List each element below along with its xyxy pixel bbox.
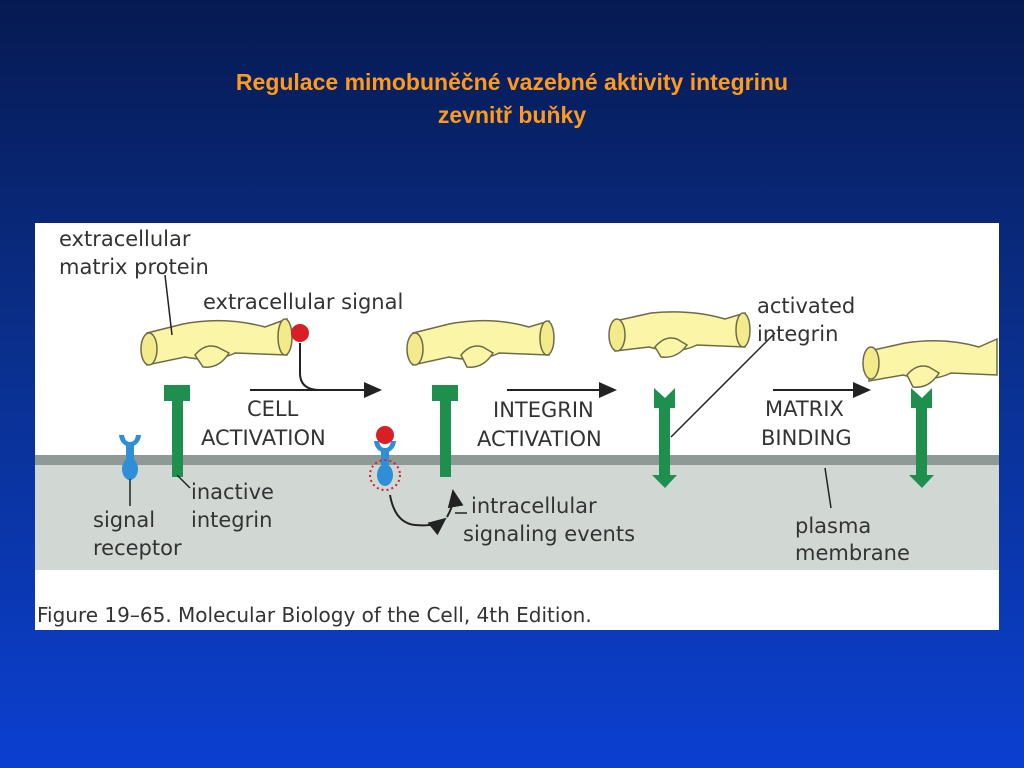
- label-inactive-line2: integrin: [191, 508, 272, 532]
- label-activated-line1: activated: [757, 294, 855, 318]
- slide-title-line-1: Regulace mimobuněčné vazebné aktivity in…: [235, 69, 789, 95]
- label-activated-line2: integrin: [757, 322, 838, 346]
- figure-panel: extracellular matrix protein extracellul…: [35, 223, 999, 630]
- matrix-protein-icon: [608, 311, 751, 358]
- label-step2-line2: ACTIVATION: [477, 427, 602, 451]
- slide-title-line-2: zevnitř buňky: [437, 102, 587, 128]
- integrin-icon: [164, 385, 190, 477]
- label-step3-line2: BINDING: [761, 426, 852, 450]
- matrix-protein-icon: [140, 317, 293, 368]
- label-step2-line1: INTEGRIN: [493, 398, 594, 422]
- label-intracellular-line1: intracellular: [471, 494, 597, 518]
- integrin-leader-line: [176, 474, 191, 489]
- activated-leader-line: [670, 332, 776, 438]
- integrin-icon: [652, 388, 677, 488]
- label-inactive-line1: inactive: [191, 480, 274, 504]
- arrow-icon: [446, 489, 464, 518]
- signal-receptor-icon: [369, 441, 401, 491]
- label-receptor-line2: receptor: [93, 536, 182, 560]
- cytoplasm-region: [35, 457, 999, 570]
- label-ecm-line2: matrix protein: [59, 255, 209, 279]
- label-receptor-line1: signal: [93, 508, 155, 532]
- integrin-icon: [909, 388, 934, 488]
- matrix-protein-icon: [406, 319, 555, 368]
- label-membrane-line2: membrane: [795, 541, 910, 565]
- label-step3-line1: MATRIX: [765, 397, 844, 421]
- signal-receptor-icon: [119, 435, 141, 480]
- label-extracellular-signal: extracellular signal: [203, 290, 403, 314]
- label-membrane-line1: plasma: [795, 514, 871, 538]
- integrin-icon: [432, 385, 458, 477]
- arrow-icon: [299, 343, 382, 398]
- label-ecm-line1: extracellular: [59, 227, 191, 251]
- arrow-icon: [389, 494, 447, 536]
- figure-caption: Figure 19–65. Molecular Biology of the C…: [37, 603, 592, 627]
- slide-title: Regulace mimobuněčné vazebné aktivity in…: [0, 66, 1024, 132]
- signal-molecule-icon: [291, 324, 309, 342]
- matrix-protein-icon: [862, 337, 998, 388]
- signal-molecule-icon: [376, 426, 394, 444]
- plasma-membrane-band: [35, 455, 999, 465]
- ecm-leader-line: [164, 274, 173, 336]
- label-step1-line1: CELL: [247, 397, 299, 421]
- label-step1-line2: ACTIVATION: [201, 426, 326, 450]
- label-intracellular-line2: signaling events: [463, 522, 635, 546]
- integrin-activation-diagram: extracellular matrix protein extracellul…: [35, 227, 999, 627]
- membrane-leader-line: [824, 467, 832, 509]
